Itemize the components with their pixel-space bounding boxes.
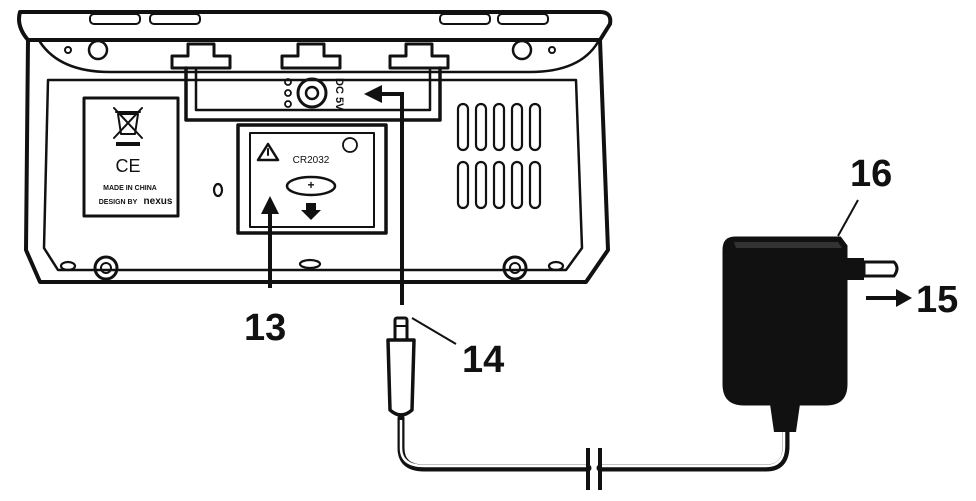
callout-13: 13 <box>244 307 286 349</box>
device-top-edge <box>17 10 613 42</box>
design-by-label: DESIGN BY <box>99 199 138 206</box>
dc-label: DC 5V <box>333 78 345 111</box>
device-top-curve <box>38 40 600 74</box>
power-cable <box>397 414 592 472</box>
battery-arrow <box>261 196 279 288</box>
label-plate <box>82 96 180 218</box>
polarity-symbol <box>284 89 292 97</box>
screw <box>511 39 533 61</box>
power-cable-inner <box>602 422 786 468</box>
vent-slots <box>456 102 542 210</box>
screw <box>298 258 322 270</box>
screw <box>547 260 565 272</box>
hinge-clips <box>170 42 450 70</box>
screw <box>87 39 109 61</box>
battery-cover-inner <box>249 132 375 228</box>
stand-bracket-inner <box>194 66 432 112</box>
warning-icon <box>256 142 280 162</box>
coin-battery-icon <box>285 175 337 197</box>
down-arrow-icon <box>301 203 321 220</box>
top-button <box>149 13 201 25</box>
power-cable <box>596 416 790 472</box>
screw <box>59 260 77 272</box>
leader-line-16 <box>837 199 859 237</box>
screw-dot <box>548 46 556 54</box>
outlet-arrow <box>866 289 912 307</box>
power-cable-inner <box>399 420 586 468</box>
plug-prong <box>862 260 899 278</box>
dc-socket-pin <box>304 85 320 101</box>
top-button <box>497 13 549 25</box>
plug-base <box>846 258 864 280</box>
dc-arrow <box>364 85 404 305</box>
top-button <box>89 13 141 25</box>
device-housing <box>24 38 610 284</box>
ce-mark: CE <box>115 156 140 176</box>
rubber-foot <box>93 255 119 281</box>
device-back-panel: DC 5V CE MADE IN CHINA DESIGN BY nexus C… <box>17 10 613 284</box>
callout-14: 14 <box>462 339 504 381</box>
polarity-symbol <box>284 78 292 86</box>
device-inner-panel <box>42 78 584 272</box>
callout-15: 15 <box>916 279 958 321</box>
rubber-foot <box>502 255 528 281</box>
dc-socket <box>296 77 328 109</box>
screw-dot <box>64 46 72 54</box>
recycle-icon <box>342 137 358 153</box>
callout-16: 16 <box>850 153 892 195</box>
cable-strain-relief <box>770 404 800 432</box>
screw <box>212 182 224 198</box>
dc-plug <box>386 316 416 417</box>
top-button <box>439 13 491 25</box>
battery-plus: + <box>307 178 314 192</box>
polarity-symbol <box>284 100 292 108</box>
leader-line-14 <box>411 317 457 345</box>
battery-cover <box>236 123 388 235</box>
brand-name: nexus <box>144 196 173 207</box>
weee-bin-icon <box>113 107 143 146</box>
battery-type-label: CR2032 <box>293 155 330 166</box>
ac-adapter <box>722 236 899 432</box>
made-in-label: MADE IN CHINA <box>103 185 157 192</box>
stand-bracket <box>184 66 442 122</box>
